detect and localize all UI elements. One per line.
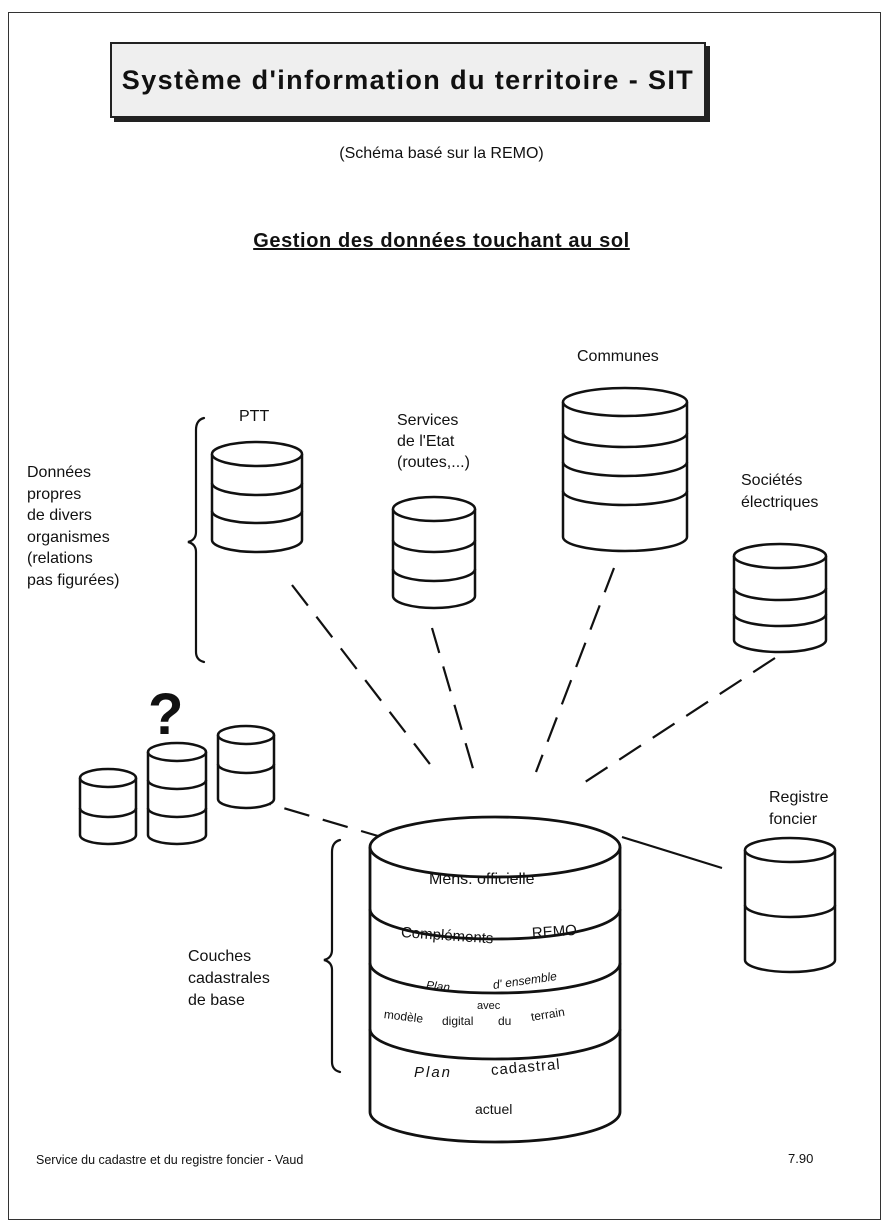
link-ptt <box>291 584 437 773</box>
link-communes <box>534 567 616 773</box>
label-data-organisms: Données propres de divers organismes (re… <box>27 464 120 589</box>
layer-du: du <box>498 1014 512 1028</box>
question-mark: ? <box>148 682 184 747</box>
label-societes-electriques: Sociétés électriques <box>741 472 819 511</box>
db-ptt <box>210 440 304 554</box>
title-box: Système d'information du territoire - SI… <box>110 42 706 118</box>
label-ptt: PTT <box>239 408 270 425</box>
label-communes: Communes <box>577 348 659 365</box>
layer-mens-officielle: Mens. officielle <box>429 871 535 888</box>
db-unknown-2 <box>146 741 208 846</box>
layer-avec: avec <box>477 1000 501 1012</box>
bracket-cadastral-layers <box>323 838 342 1074</box>
db-unknown-1 <box>78 767 138 846</box>
db-societes-electriques <box>732 542 828 654</box>
layer-actuel: actuel <box>475 1101 513 1117</box>
db-registre-foncier <box>743 836 837 974</box>
label-services-etat: Services de l'Etat (routes,...) <box>397 412 470 471</box>
bracket-data-organisms <box>187 416 206 664</box>
label-cadastral-layers: Couches cadastrales de base <box>188 948 270 1009</box>
page-title: Système d'information du territoire - SI… <box>121 64 695 95</box>
footer-organization: Service du cadastre et du registre fonci… <box>36 1153 304 1167</box>
db-communes <box>561 386 689 553</box>
label-registre-foncier: Registre foncier <box>769 789 829 828</box>
db-services-etat <box>391 495 477 610</box>
link-societes-electriques <box>584 657 776 783</box>
db-central <box>368 815 622 1144</box>
subtitle: (Schéma basé sur la REMO) <box>339 145 544 162</box>
layer-plan-a: Plan <box>425 978 451 995</box>
link-services-etat <box>430 627 476 773</box>
layer-remo: REMO <box>531 921 578 942</box>
section-heading: Gestion des données touchant au sol <box>253 230 630 252</box>
db-unknown-3 <box>216 724 276 810</box>
page-frame <box>8 12 881 1220</box>
footer-page-number: 7.90 <box>788 1151 814 1166</box>
layer-plan-b: Plan <box>414 1064 453 1081</box>
layer-digital: digital <box>442 1014 474 1028</box>
link-registre-foncier <box>621 835 723 870</box>
layer-modele: modèle <box>383 1007 424 1026</box>
